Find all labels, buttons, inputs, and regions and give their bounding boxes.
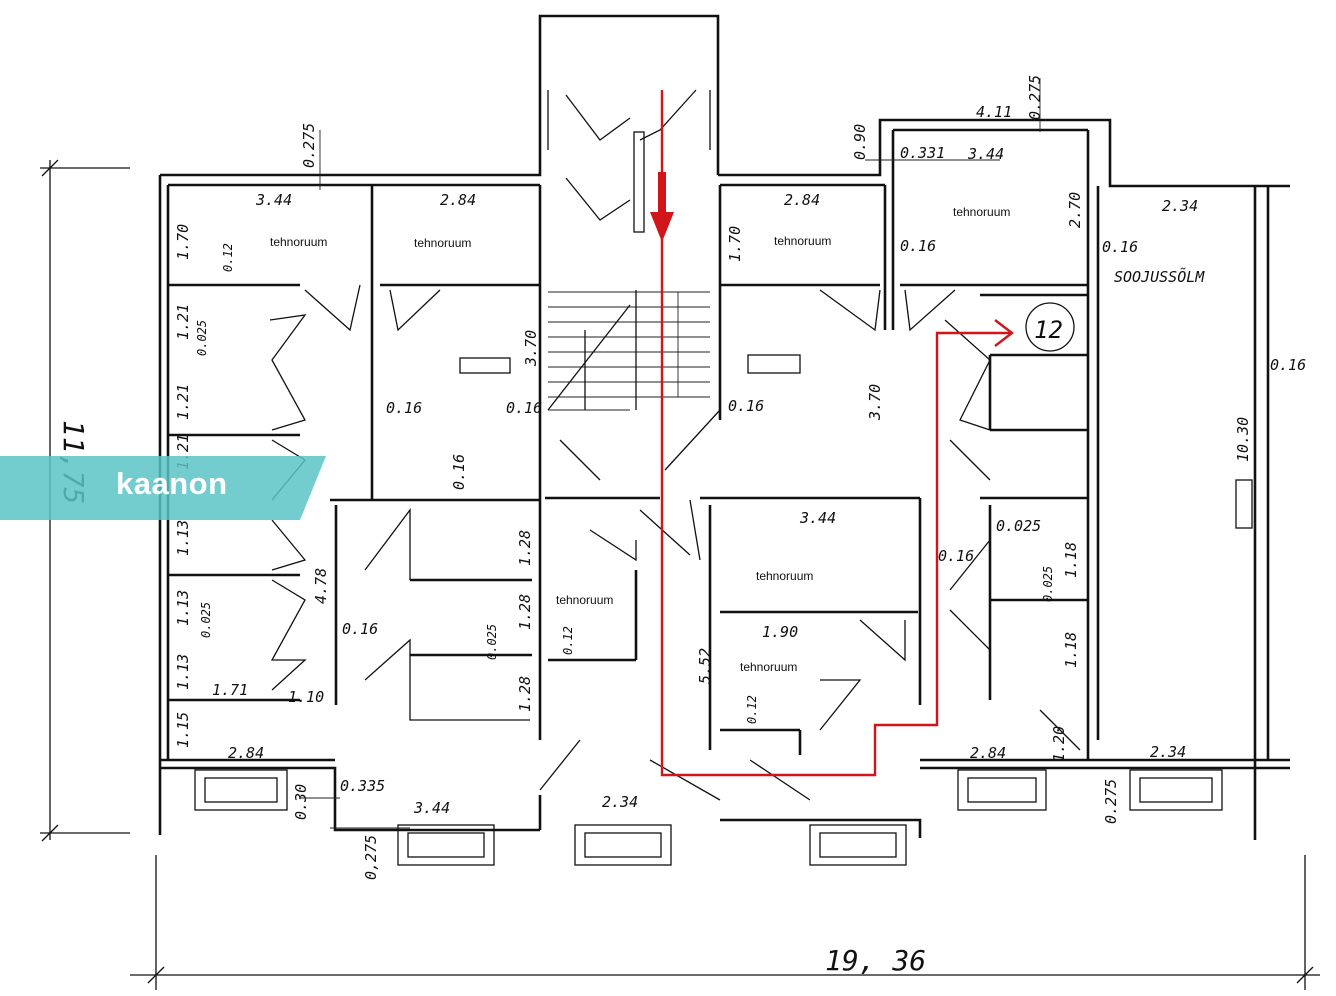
dim-label: 3.70 <box>866 384 884 421</box>
stair-tower <box>538 14 720 233</box>
dim-label: 0.16 <box>1270 356 1306 374</box>
dim-label: 0.16 <box>1102 238 1138 256</box>
dim-label: 3.44 <box>967 145 1004 163</box>
dim-label: 2.34 <box>1150 743 1186 761</box>
dim-label: 3.44 <box>799 509 836 527</box>
dim-label: 0.30 <box>292 784 310 820</box>
dim-label: 1.90 <box>762 623 798 641</box>
dim-label: 0.275 <box>1102 779 1120 824</box>
dim-label: 1.13 <box>174 520 192 556</box>
dim-label: 1.20 <box>1050 726 1068 762</box>
dim-label: 4.78 <box>312 568 330 604</box>
route-arrow-head <box>650 212 674 242</box>
dim-label: 0.025 <box>996 517 1041 535</box>
dim-label: 0.90 <box>851 124 869 160</box>
dim-label: 1.28 <box>516 594 534 630</box>
dim-label: 1.21 <box>174 384 192 420</box>
overall-width-label: 19, 36 <box>825 944 926 977</box>
dim-label: 0.025 <box>199 602 213 638</box>
dim-label: 4.11 <box>976 103 1012 121</box>
room-label: tehnoruum <box>774 234 831 248</box>
room-label: tehnoruum <box>740 660 797 674</box>
dim-label: 1.18 <box>1062 542 1080 578</box>
dim-label: 0,275 <box>362 835 380 880</box>
dim-label: 10.30 <box>1234 417 1252 462</box>
dim-label: 0.16 <box>506 399 542 417</box>
dim-label: 1.13 <box>174 654 192 690</box>
dim-label: 0.16 <box>728 397 764 415</box>
dim-label: 1.71 <box>212 681 248 699</box>
dim-label: 2.70 <box>1066 192 1084 228</box>
dim-label: 1.70 <box>726 226 744 262</box>
small-dimensions: 0.12 0.025 0.16 0.16 0.16 0.16 0.16 0.16… <box>195 237 1306 724</box>
room-number-label: 12 <box>1034 316 1063 344</box>
dim-label: 2.34 <box>1162 197 1198 215</box>
door-swings <box>269 284 1253 801</box>
dim-label: 1.28 <box>516 676 534 712</box>
route-arrow <box>650 90 1014 777</box>
room-label: tehnoruum <box>414 236 471 250</box>
windows <box>194 769 1223 866</box>
dim-label: 1.70 <box>174 224 192 260</box>
dim-label: 0.335 <box>340 777 385 795</box>
dim-label: 0.275 <box>1026 75 1044 120</box>
dim-label: 0.12 <box>561 626 575 655</box>
overall-width-dimension: 19, 36 <box>130 855 1320 990</box>
dim-label: 5.52 <box>696 648 714 684</box>
brand-banner <box>0 456 326 520</box>
dim-label: 0.331 <box>900 144 945 162</box>
dim-label: 0.16 <box>386 399 422 417</box>
heat-node-label: SOOJUSSÕLM <box>1114 267 1205 286</box>
dim-label: 3.70 <box>522 330 540 367</box>
dim-label: 1.18 <box>1062 632 1080 668</box>
dim-label: 2.84 <box>784 191 820 209</box>
dim-label: 2.84 <box>228 744 264 762</box>
room-label: tehnoruum <box>756 569 813 583</box>
dim-label: 0.12 <box>745 695 759 724</box>
dim-label: 1.28 <box>516 530 534 566</box>
room-label: tehnoruum <box>556 593 613 607</box>
dim-label: 0.16 <box>938 547 974 565</box>
exterior-walls <box>158 118 1290 840</box>
room-labels: tehnoruum tehnoruum tehnoruum tehnoruum … <box>270 205 1205 674</box>
dim-label: 0.025 <box>1041 566 1055 602</box>
dim-label: 0.025 <box>485 624 499 660</box>
dim-label: 2.84 <box>970 744 1006 762</box>
brand-band <box>0 456 326 520</box>
route-arrow-shaft <box>658 172 666 217</box>
dim-label: 2.34 <box>602 793 638 811</box>
stairs <box>547 290 710 411</box>
bottom-dimensions: 2.84 3.44 2.34 2.84 2.34 0.335 0.30 0,27… <box>212 509 1186 880</box>
dim-label: 0.16 <box>450 454 468 490</box>
dim-label: 0.16 <box>900 237 936 255</box>
dim-label: 1.21 <box>174 304 192 340</box>
interior-walls <box>166 128 1100 760</box>
room-label: tehnoruum <box>953 205 1010 219</box>
room-label: tehnoruum <box>270 235 327 249</box>
dim-label: 0.275 <box>300 123 318 168</box>
dim-label: 1.10 <box>288 688 324 706</box>
dim-label: 1.15 <box>174 712 192 748</box>
dim-label: 3.44 <box>413 799 450 817</box>
brand-logo: kaanon <box>116 466 228 501</box>
dim-label: 2.84 <box>440 191 476 209</box>
dim-label: 0.16 <box>342 620 378 638</box>
dim-label: 1.13 <box>174 590 192 626</box>
dim-label: 0.025 <box>195 320 209 356</box>
dim-label: 3.44 <box>255 191 292 209</box>
dim-label: 0.12 <box>221 243 235 272</box>
room-number-marker: 12 <box>1025 302 1075 352</box>
top-dimensions: 3.44 2.84 2.84 3.44 2.34 4.11 0.275 0.90… <box>255 75 1198 215</box>
